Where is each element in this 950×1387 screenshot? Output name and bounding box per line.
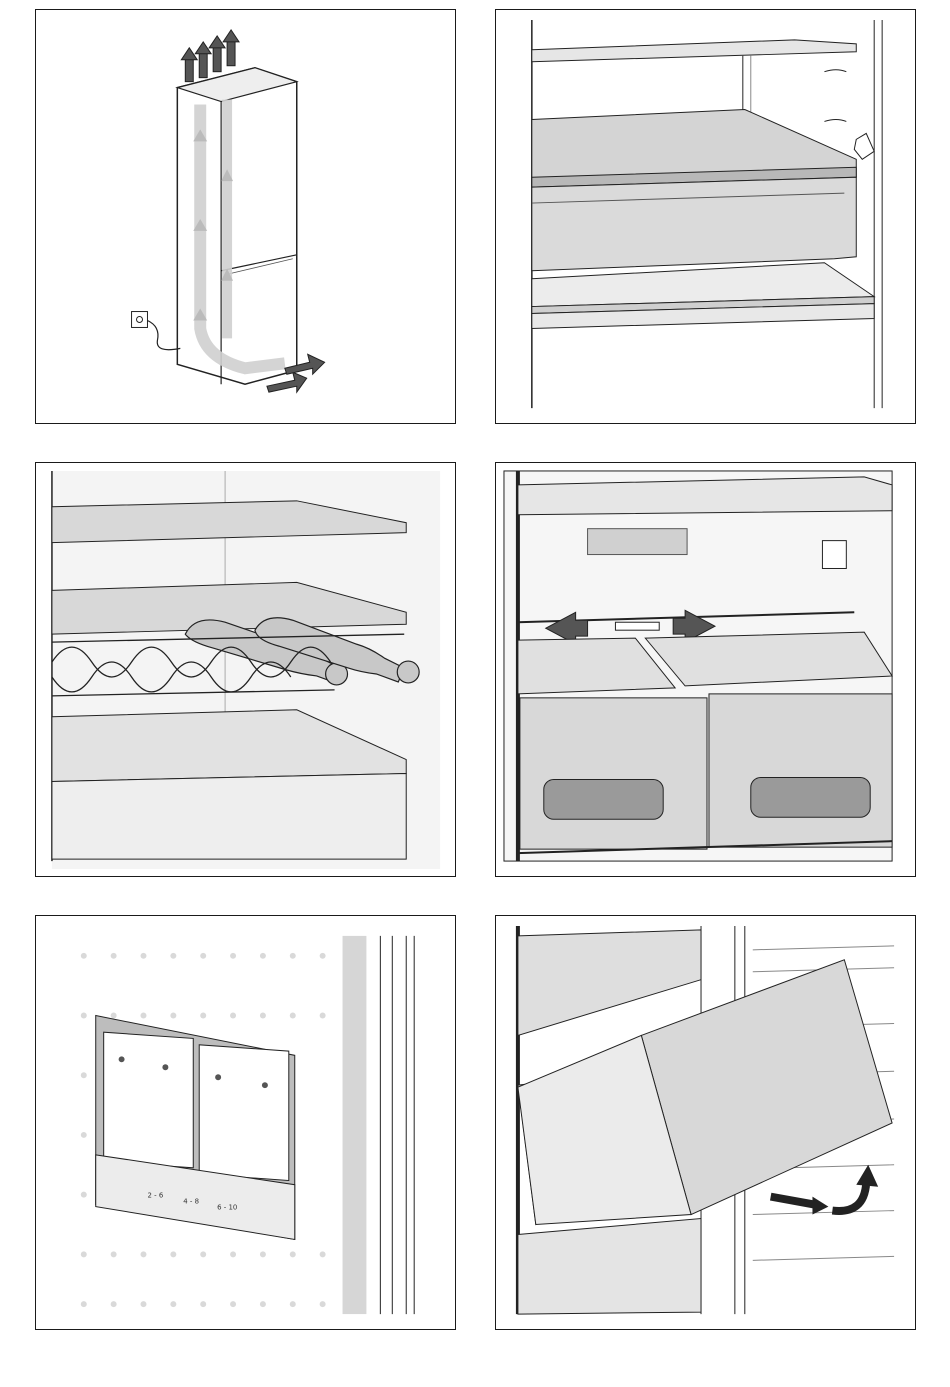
- fridge-airflow-illustration: [36, 10, 455, 423]
- humidity-range-2: 4 - 8: [183, 1198, 199, 1206]
- wine-rack-illustration: [36, 463, 455, 876]
- panel-humidity-control: 2 - 6 4 - 8 6 - 10: [35, 915, 456, 1330]
- humidity-range-1: 2 - 6: [147, 1192, 163, 1200]
- crisper-drawer-illustration: [496, 463, 915, 876]
- humidity-slider-illustration: 2 - 6 4 - 8 6 - 10: [36, 916, 455, 1329]
- shelf-illustration: [496, 10, 915, 423]
- drawer-removal-illustration: [496, 916, 915, 1329]
- panel-glass-shelf-drawer: [495, 9, 916, 424]
- panel-crisper-divider: [495, 462, 916, 877]
- panel-drawer-removal: [495, 915, 916, 1330]
- panel-bottle-rack: [35, 462, 456, 877]
- humidity-range-3: 6 - 10: [217, 1204, 237, 1212]
- panel-fridge-ventilation: [35, 9, 456, 424]
